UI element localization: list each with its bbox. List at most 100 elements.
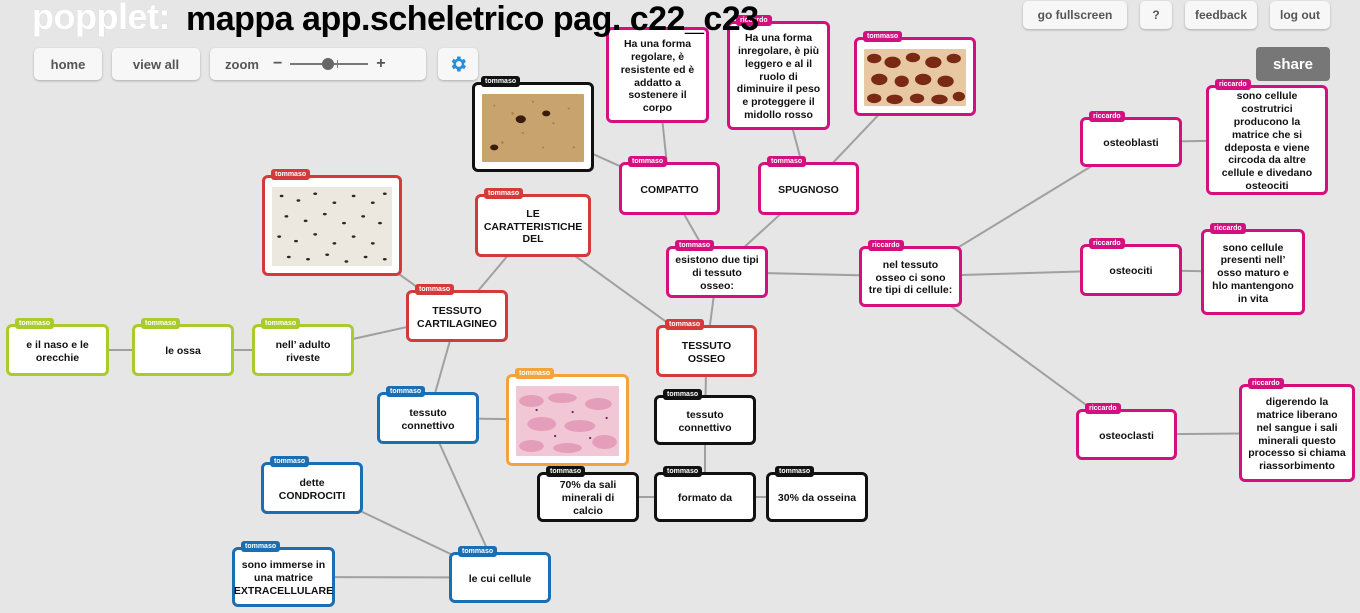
logo-colon: :: [158, 0, 170, 37]
zoom-in-button[interactable]: +: [376, 55, 386, 72]
log-out-button[interactable]: log out: [1270, 1, 1330, 29]
popplet-osteoblasti[interactable]: riccardo osteoblasti: [1080, 111, 1182, 167]
author-tag: tommaso: [665, 319, 705, 330]
author-tag: riccardo: [736, 15, 772, 26]
popplet-caratteristiche[interactable]: tommaso LE CARATTERISTICHE DEL: [475, 188, 591, 257]
author-tag: tommaso: [675, 240, 715, 251]
author-tag: tommaso: [458, 546, 498, 557]
author-tag: riccardo: [1089, 111, 1125, 122]
popplet-osseina[interactable]: tommaso 30% da osseina: [766, 466, 868, 522]
popplet-text: le cui cellule: [468, 572, 532, 585]
view-all-button[interactable]: view all: [112, 48, 200, 80]
popplet-text: le ossa: [165, 345, 201, 358]
board-title: mappa app.scheletrico pag. c22_c23: [186, 0, 759, 38]
author-tag: tommaso: [515, 368, 555, 379]
author-tag: tommaso: [386, 386, 426, 397]
author-tag: tommaso: [15, 318, 55, 329]
popplet-naso-orecchie[interactable]: tommaso e il naso e le orecchie: [6, 318, 109, 376]
settings-button[interactable]: [438, 48, 478, 80]
logo-text: popplet: [32, 0, 159, 37]
zoom-slider-tick: [337, 60, 339, 68]
popplet-text: SPUGNOSO: [778, 183, 839, 196]
author-tag: tommaso: [415, 284, 455, 295]
popplet-text: sono immerse in una matrice EXTRACELLULA…: [233, 559, 334, 597]
zoom-slider[interactable]: [290, 58, 369, 70]
popplet-image-cartilage[interactable]: tommaso: [262, 169, 402, 276]
popplet-cellule-costrutrici[interactable]: riccardo sono cellule costrutrici produc…: [1206, 79, 1328, 195]
popplet-forma-inregolare[interactable]: riccardo Ha una forma inregolare, è più …: [727, 15, 830, 130]
popplet-text: osteociti: [1109, 265, 1153, 278]
author-tag: tommaso: [141, 318, 181, 329]
author-tag: tommaso: [271, 169, 311, 180]
popplet-text: Ha una forma inregolare, è più leggero e…: [736, 32, 821, 121]
popplet-cellule-presenti[interactable]: riccardo sono cellule presenti nell’ oss…: [1201, 223, 1305, 315]
share-button[interactable]: share: [1256, 47, 1330, 81]
zoom-label: zoom: [225, 56, 259, 72]
popplet-compatto[interactable]: tommaso COMPATTO: [619, 156, 720, 215]
popplet-text: digerendo la matrice liberano nel sangue…: [1248, 396, 1346, 473]
popplet-image-compact-bone[interactable]: tommaso: [472, 76, 594, 172]
popplet-osteociti[interactable]: riccardo osteociti: [1080, 238, 1182, 296]
popplet-adulto-riveste[interactable]: tommaso nell’ adulto riveste: [252, 318, 354, 376]
popplet-text: nel tessuto osseo ci sono tre tipi di ce…: [868, 258, 953, 297]
compact-bone-photo: [482, 94, 584, 162]
popplet-tre-tipi[interactable]: riccardo nel tessuto osseo ci sono tre t…: [859, 240, 962, 307]
popplet-cui-cellule[interactable]: tommaso le cui cellule: [449, 546, 551, 603]
popplet-text: 30% da osseina: [777, 492, 857, 505]
author-tag: riccardo: [1215, 79, 1251, 90]
feedback-button[interactable]: feedback: [1185, 1, 1257, 29]
popplet-immerse[interactable]: tommaso sono immerse in una matrice EXTR…: [232, 541, 335, 607]
zoom-control: zoom − +: [210, 48, 426, 80]
popplet-sali-minerali[interactable]: tommaso 70% da sali minerali di calcio: [537, 466, 639, 522]
author-tag: tommaso: [481, 76, 521, 87]
author-tag: tommaso: [767, 156, 807, 167]
popplet-due-tipi[interactable]: tommaso esistono due tipi di tessuto oss…: [666, 240, 768, 298]
popplet-text: sono cellule presenti nell’ osso maturo …: [1212, 241, 1294, 305]
popplet-text: COMPATTO: [640, 183, 699, 196]
author-tag: tommaso: [261, 318, 301, 329]
author-tag: tommaso: [241, 541, 281, 552]
popplet-formato-da[interactable]: tommaso formato da: [654, 466, 756, 522]
zoom-slider-handle[interactable]: [321, 58, 334, 70]
popplet-condrociti[interactable]: tommaso dette CONDROCITI: [261, 456, 363, 514]
author-tag: tommaso: [628, 156, 668, 167]
popplet-text: 70% da sali minerali di calcio: [559, 479, 617, 517]
popplet-forma-regolare[interactable]: Ha una forma regolare, è resistente ed è…: [606, 27, 709, 123]
popplet-digerendo[interactable]: riccardo digerendo la matrice liberano n…: [1239, 378, 1355, 482]
popplet-le-ossa[interactable]: tommaso le ossa: [132, 318, 234, 376]
popplet-osteoclasti[interactable]: riccardo osteoclasti: [1076, 403, 1177, 460]
home-button[interactable]: home: [34, 48, 102, 80]
author-tag: riccardo: [1085, 403, 1121, 414]
help-button[interactable]: ?: [1140, 1, 1172, 29]
popplet-text: e il naso e le orecchie: [26, 338, 89, 364]
popplet-tessuto-connettivo-blue[interactable]: tommaso tessuto connettivo: [377, 386, 479, 444]
popplet-text: TESSUTO CARTILAGINEO: [417, 304, 497, 330]
zoom-out-button[interactable]: −: [272, 55, 283, 72]
popplet-text: nell’ adulto riveste: [275, 338, 331, 364]
author-tag: riccardo: [1210, 223, 1246, 234]
cartilage-photo: [272, 187, 392, 266]
gear-icon: [451, 56, 466, 72]
popplet-text: formato da: [677, 492, 733, 505]
author-tag: tommaso: [663, 389, 703, 400]
popplet-image-tissue[interactable]: tommaso: [506, 368, 629, 466]
author-tag: tommaso: [863, 31, 903, 42]
tissue-micrograph-photo: [516, 386, 619, 456]
popplet-image-spongy-bone[interactable]: tommaso: [854, 31, 976, 116]
popplet-text: esistono due tipi di tessuto osseo:: [675, 254, 759, 292]
popplet-text: osteoblasti: [1103, 137, 1159, 150]
popplet-tessuto-osseo[interactable]: tommaso TESSUTO OSSEO: [656, 319, 757, 377]
go-fullscreen-button[interactable]: go fullscreen: [1023, 1, 1127, 29]
popplet-spugnoso[interactable]: tommaso SPUGNOSO: [758, 156, 859, 215]
popplet-text: tessuto connettivo: [401, 406, 455, 432]
author-tag: riccardo: [1089, 238, 1125, 249]
author-tag: riccardo: [868, 240, 904, 251]
popplet-tessuto-connettivo-black[interactable]: tommaso tessuto connettivo: [654, 389, 756, 445]
popplet-logo[interactable]: popplet:: [32, 0, 170, 38]
popplet-tessuto-cartilagineo[interactable]: tommaso TESSUTO CARTILAGINEO: [406, 284, 508, 342]
author-tag: riccardo: [1248, 378, 1284, 389]
author-tag: tommaso: [775, 466, 815, 477]
popplet-text: TESSUTO OSSEO: [681, 339, 732, 365]
popplet-text: sono cellule costrutrici producono la ma…: [1221, 90, 1313, 192]
